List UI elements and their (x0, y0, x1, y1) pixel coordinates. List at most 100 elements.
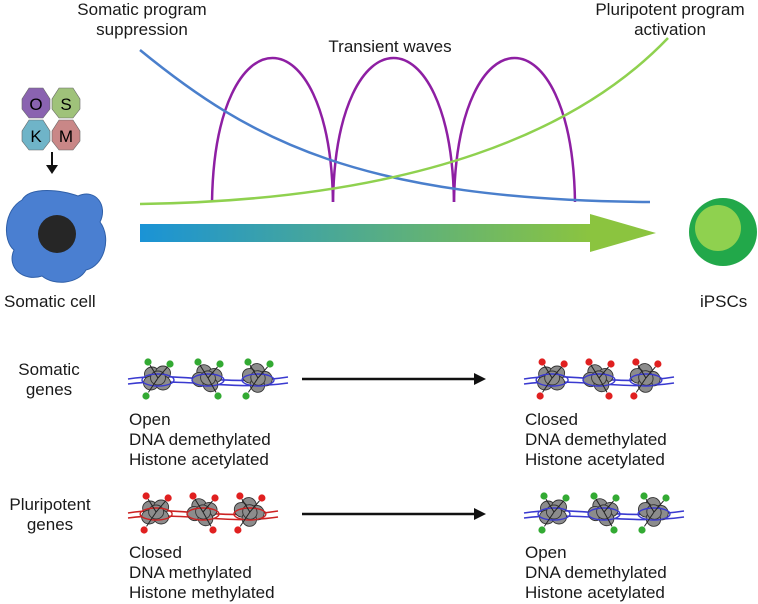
histone-tail (653, 500, 664, 513)
histone-mark (585, 358, 593, 366)
histone-tail (590, 364, 600, 379)
histone-tail (194, 498, 204, 513)
histone-mark (234, 526, 242, 534)
factor-arrow (46, 152, 58, 174)
reprogramming-arrowhead (590, 214, 656, 252)
histone-mark (605, 392, 613, 400)
histone-tail (645, 498, 655, 513)
dna-wrap (629, 373, 663, 387)
dna-wrap (587, 507, 621, 521)
histone-tail (637, 364, 647, 379)
histone-mark (194, 358, 202, 366)
reprogramming-arrow-body (140, 224, 592, 242)
transient-wave-2 (331, 57, 456, 203)
dna-wrap (537, 507, 571, 521)
histone-mark (164, 494, 172, 502)
histone-mark (612, 494, 620, 502)
histone-mark (540, 492, 548, 500)
histone-mark (538, 526, 546, 534)
histone-mark (258, 494, 266, 502)
pluripotent-after-state: Open DNA demethylated Histone acetylated (525, 543, 667, 603)
somatic-closed-chromatin (523, 358, 675, 400)
pluripotent-transition-arrow (302, 508, 486, 520)
factor-k: K (21, 119, 51, 151)
histone-mark (216, 360, 224, 368)
histone-mark (562, 494, 570, 502)
histone-mark (662, 494, 670, 502)
histone-mark (266, 360, 274, 368)
histone-mark (607, 360, 615, 368)
histone-mark (610, 526, 618, 534)
histone-tail (207, 377, 217, 393)
histone-tail (249, 364, 259, 379)
state-line: Open (525, 543, 567, 562)
somatic-transition-arrow (302, 373, 486, 385)
state-line: DNA methylated (129, 563, 252, 582)
dna-wrap (186, 507, 220, 521)
histone-mark (144, 358, 152, 366)
histone-tail (241, 498, 251, 513)
dna-wrap (191, 373, 225, 387)
histone-tail (157, 366, 168, 379)
histone-tail (553, 500, 564, 513)
pluripotent-open-chromatin (523, 492, 685, 534)
histone-tail (155, 500, 167, 513)
histone-mark (630, 392, 638, 400)
transient-wave-1 (210, 57, 335, 203)
histone-tail (598, 377, 608, 393)
histone-tail (239, 511, 251, 527)
histone-mark (142, 492, 150, 500)
svg-text:O: O (29, 95, 42, 114)
histone-tail (147, 377, 159, 393)
histone-mark (189, 492, 197, 500)
histone-mark (236, 492, 244, 500)
state-line: DNA demethylated (525, 430, 667, 449)
factor-o: O (21, 87, 51, 119)
histone-tail (598, 366, 609, 379)
histone-tail (603, 511, 613, 527)
histone-mark (638, 526, 646, 534)
histone-mark (560, 360, 568, 368)
dna-wrap (582, 373, 616, 387)
transient-waves-label: Transient waves (328, 37, 452, 56)
state-line: Histone acetylated (525, 583, 665, 602)
histone-tail (595, 498, 605, 513)
histone-tail (635, 377, 647, 393)
histone-mark (632, 358, 640, 366)
histone-tail (149, 364, 159, 379)
state-line: DNA demethylated (129, 430, 271, 449)
histone-mark (242, 392, 250, 400)
histone-tail (643, 511, 655, 527)
pluripotent-closed-chromatin (127, 492, 279, 534)
factor-s: S (51, 87, 81, 119)
histone-tail (542, 377, 553, 393)
histone-mark (244, 358, 252, 366)
somatic-genes-label: Somatic genes (18, 360, 80, 399)
somatic-after-state: Closed DNA demethylated Histone acetylat… (525, 410, 667, 470)
svg-text:M: M (59, 127, 73, 146)
histone-mark (140, 526, 148, 534)
histone-mark (538, 358, 546, 366)
somatic-open-chromatin (127, 358, 289, 400)
histone-tail (257, 366, 268, 379)
dna-wrap (241, 373, 275, 387)
transient-wave-3 (452, 57, 577, 203)
svg-text:S: S (60, 95, 71, 114)
pluripotent-genes-label: Pluripotent genes (9, 495, 91, 534)
state-line: Histone acetylated (129, 450, 269, 469)
histone-mark (536, 392, 544, 400)
histone-tail (199, 364, 209, 379)
dna-wrap (637, 507, 671, 521)
histone-tail (249, 500, 260, 513)
dna-wrap (141, 373, 175, 387)
pluripotent-before-state: Closed DNA methylated Histone methylated (129, 543, 275, 603)
ipsc-label: iPSCs (700, 292, 748, 311)
somatic-suppression-label: Somatic program suppression (77, 0, 207, 39)
svg-text:K: K (30, 127, 42, 146)
histone-tail (207, 366, 218, 379)
histone-tail (645, 366, 656, 379)
histone-tail (545, 498, 555, 513)
state-line: Histone methylated (129, 583, 275, 602)
histone-mark (166, 360, 174, 368)
histone-mark (211, 494, 219, 502)
